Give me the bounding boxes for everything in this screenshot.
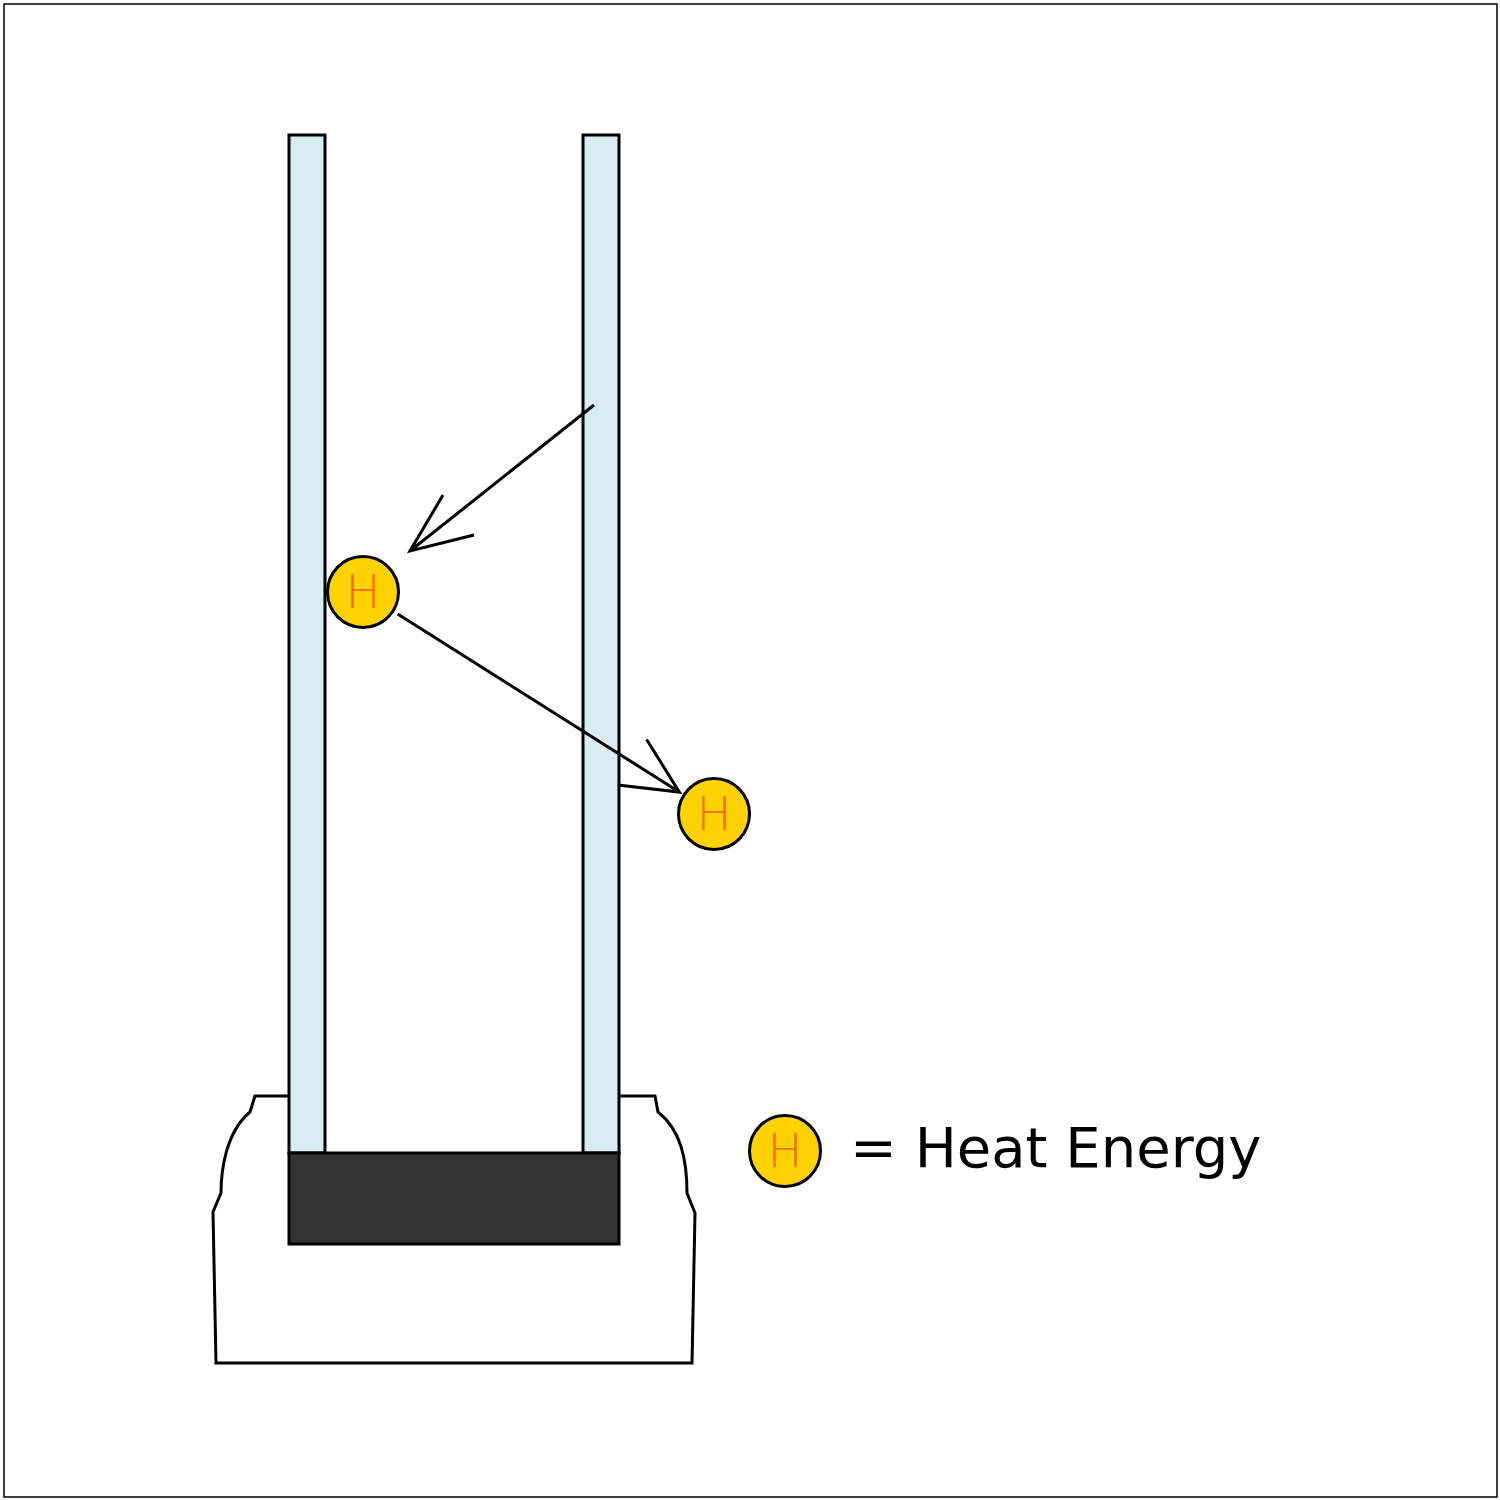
picture-border (4, 4, 1497, 1497)
glass-pane (289, 135, 325, 1153)
heat-energy-circle: H (326, 555, 400, 629)
legend-text: = Heat Energy (850, 1120, 1261, 1176)
heat-arrow (410, 405, 594, 551)
legend-symbol-letter: H (768, 1128, 803, 1174)
heat-symbol-letter: H (697, 791, 732, 837)
heat-symbol-letter: H (346, 569, 381, 615)
heat-flow-arrow (398, 614, 680, 792)
legend-symbol: H (748, 1114, 822, 1188)
window-frame (213, 1096, 695, 1363)
heat-energy-circle: H (677, 777, 751, 851)
spacer-bar (289, 1153, 619, 1244)
glass-pane (583, 135, 619, 1153)
